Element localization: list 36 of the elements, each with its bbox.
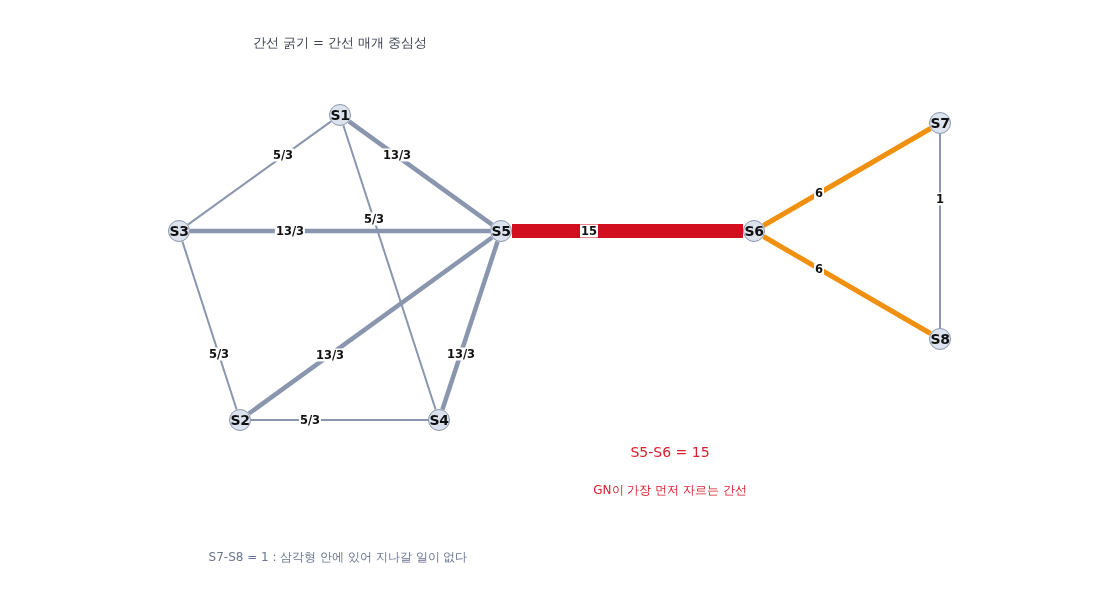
node-circle: S4 (428, 409, 450, 431)
node-circle: S2 (229, 409, 251, 431)
edge-line (250, 419, 429, 421)
node-circle: S1 (329, 104, 351, 126)
edge-line (247, 235, 494, 416)
edge-line (181, 240, 238, 411)
node-circle: S5 (490, 220, 512, 242)
note-text: GN이 가장 먼저 자르는 간선 (593, 481, 747, 499)
title: 간선 굵기 = 간선 매개 중심성 (252, 34, 428, 52)
footnote-text: S7-S8 = 1 : 삼각형 안에 있어 지나갈 일이 없다 (208, 548, 468, 566)
edge-line (190, 228, 490, 234)
edge-label: 15 (580, 224, 598, 238)
node-circle: S7 (929, 112, 951, 134)
edge-label: 1 (935, 192, 945, 206)
node-circle: S8 (929, 328, 951, 350)
edge-label: 13/3 (381, 148, 413, 162)
note-text: S5-S6 = 15 (630, 444, 710, 460)
edge-label: 13/3 (314, 348, 346, 362)
edge-line (342, 124, 437, 411)
node-circle: S6 (743, 220, 765, 242)
edge-label: 13/3 (274, 224, 306, 238)
edge-label: 6 (814, 262, 824, 276)
edge-label: 5/3 (298, 413, 322, 427)
edge-line (347, 119, 494, 227)
edge-line (939, 133, 941, 329)
edge-line (762, 126, 932, 228)
edge-label: 5/3 (271, 148, 295, 162)
edge-line (512, 224, 743, 238)
edge-label: 6 (814, 186, 824, 200)
edge-line (762, 234, 932, 336)
edge-line (186, 120, 333, 226)
edge-label: 13/3 (445, 347, 477, 361)
edge-label: 5/3 (207, 347, 231, 361)
edge-label: 5/3 (362, 212, 386, 226)
node-circle: S3 (168, 220, 190, 242)
edge-line (440, 240, 500, 411)
